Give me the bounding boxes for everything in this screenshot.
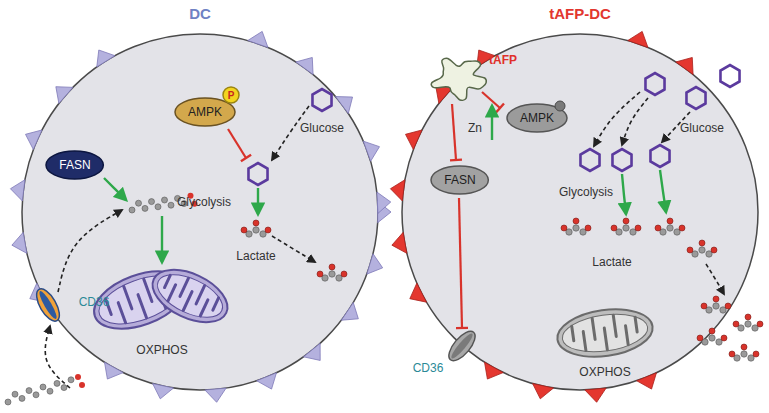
lactate-molecule xyxy=(561,218,591,235)
enzyme-ellipse: FASN xyxy=(430,165,489,195)
inhibition-line xyxy=(456,198,468,328)
cell-outline-shape xyxy=(402,0,758,400)
glucose-hexagon xyxy=(645,73,664,95)
flux-arrow xyxy=(622,174,626,214)
flux-arrow xyxy=(660,170,666,212)
membrane-spikes xyxy=(10,31,391,402)
part-label: Glucose xyxy=(680,121,724,135)
cd36-transporter xyxy=(32,285,64,324)
membrane-spikes xyxy=(390,31,693,402)
part-label: CD36 xyxy=(413,361,444,375)
phosphate-circle: P xyxy=(222,86,240,104)
lactate-molecule xyxy=(611,218,641,235)
glucose-hexagon xyxy=(312,89,331,111)
mitochondrion xyxy=(144,259,235,333)
cd36-transporter xyxy=(444,327,479,365)
glucose-hexagon xyxy=(612,149,631,171)
inhibition-line xyxy=(228,129,251,161)
inhibition-line xyxy=(482,92,504,112)
enzyme-ellipse: AMPK xyxy=(506,103,568,133)
lactate-molecule xyxy=(687,240,717,257)
enzyme-label: AMPK xyxy=(188,105,222,119)
transport-arrow xyxy=(622,98,648,145)
glucose-hexagon xyxy=(248,163,267,185)
glucose-hexagon xyxy=(686,87,705,109)
glucose-hexagon xyxy=(580,149,599,171)
lactate-molecule xyxy=(655,218,685,235)
part-label: Lactate xyxy=(592,255,631,269)
mitochondrion xyxy=(554,304,655,363)
lactate-molecule xyxy=(317,264,347,281)
lactate-molecule xyxy=(697,328,727,345)
fatty-acid xyxy=(5,374,85,405)
transport-arrow xyxy=(58,210,122,292)
inhibition-line xyxy=(450,104,462,160)
flux-arrow xyxy=(161,216,163,262)
part-label: tAFP xyxy=(489,53,517,67)
lactate-molecule xyxy=(729,344,759,361)
lactate-molecule xyxy=(701,296,731,313)
enzyme-label: FASN xyxy=(59,158,90,172)
part-label: Glycolysis xyxy=(559,185,613,199)
flux-arrow xyxy=(491,106,493,140)
lactate-molecule xyxy=(241,220,271,237)
cell-heading: tAFP-DC xyxy=(402,5,758,22)
flux-arrow xyxy=(257,188,259,214)
enzyme-label: FASN xyxy=(444,173,475,187)
glucose-hexagon xyxy=(720,65,739,87)
flux-arrow xyxy=(104,178,126,200)
enzyme-ellipse: FASN xyxy=(45,150,104,180)
part-label: Glycolysis xyxy=(177,195,231,209)
part-label: OXPHOS xyxy=(579,365,630,379)
phosphate-label: P xyxy=(228,90,235,101)
part-label: Zn xyxy=(468,121,482,135)
cell-outline: tAFP-DC AMPK FASN xyxy=(402,0,758,400)
part-label: OXPHOS xyxy=(136,343,187,357)
glucose-hexagon xyxy=(650,145,669,167)
tafp-protein xyxy=(431,58,486,100)
transport-arrow xyxy=(45,326,70,388)
part-label: Glucose xyxy=(300,121,344,135)
part-label: CD36 xyxy=(79,295,110,309)
transport-arrow xyxy=(594,92,640,146)
cell-heading: DC xyxy=(22,5,378,22)
enzyme-ellipse: AMPKP xyxy=(174,97,236,127)
lactate-molecule xyxy=(733,314,763,331)
enzyme-label: AMPK xyxy=(520,111,554,125)
transport-arrow xyxy=(272,236,315,262)
part-label: Lactate xyxy=(236,249,275,263)
transport-arrow xyxy=(706,264,724,294)
